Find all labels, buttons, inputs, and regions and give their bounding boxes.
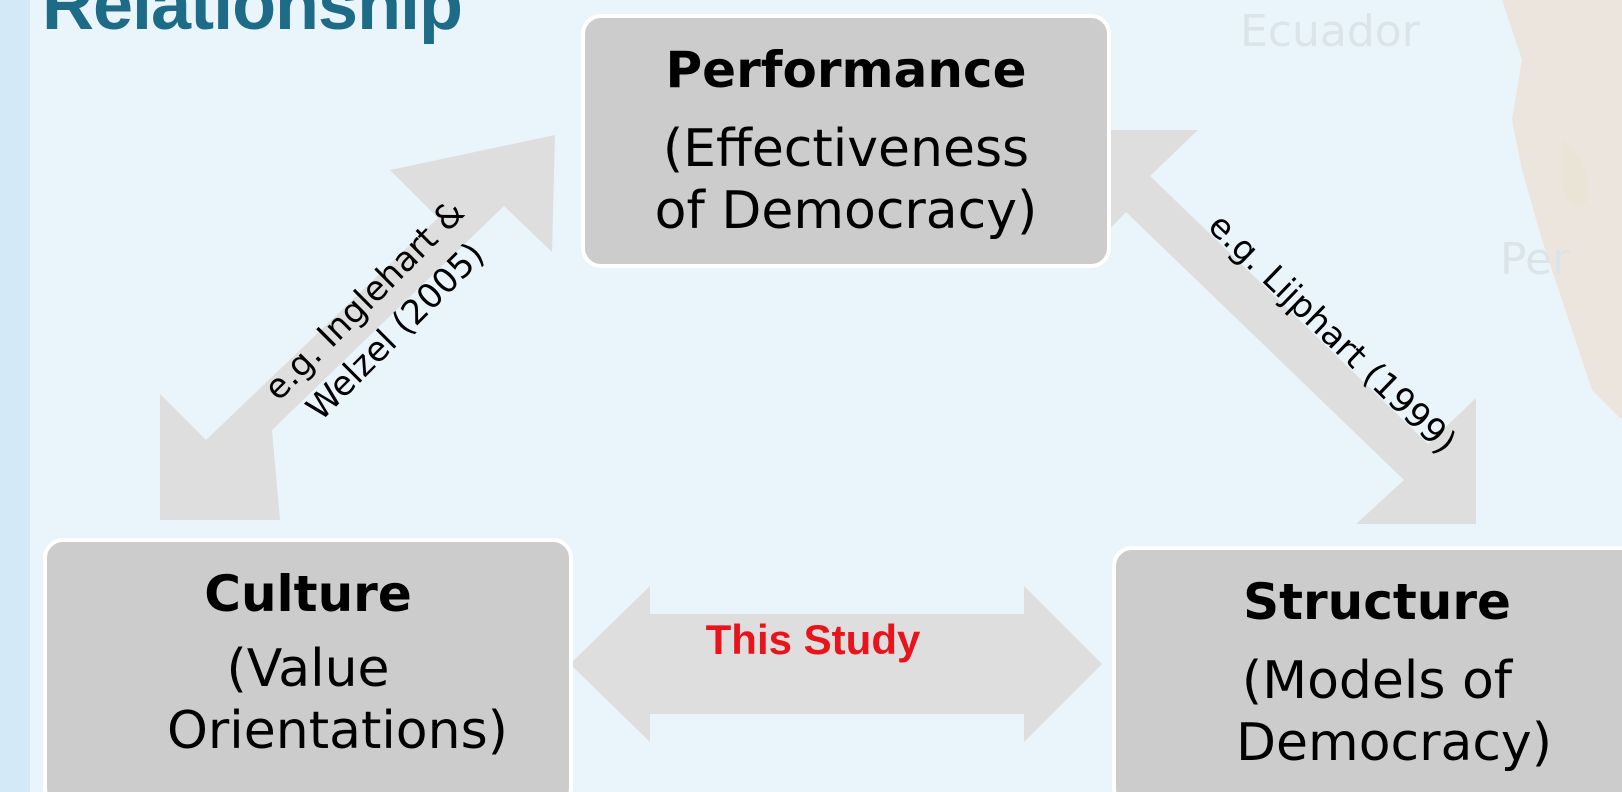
arrow-culture-performance [160,135,555,520]
node-performance-description: (Effectiveness of Democracy) [654,119,1038,241]
node-culture-name: Culture [204,565,412,623]
slide-left-strip [0,0,30,792]
arrow-performance-structure [1082,130,1476,524]
node-culture: Culture (Value Orientations) [43,538,573,792]
node-performance-name: Performance [665,41,1027,99]
slide-title: Relationship [42,0,463,45]
node-culture-description: (Value Orientations) [167,639,508,761]
background-map-label-peru: Per [1500,234,1571,285]
node-performance: Performance (Effectiveness of Democracy) [581,14,1111,268]
node-structure: Structure (Models of Democracy) [1112,546,1622,792]
edge-label-this-study: This Study [705,616,921,663]
node-structure-name: Structure [1243,573,1511,631]
node-structure-description: (Models of Democracy) [1236,651,1552,773]
background-map [1502,0,1622,420]
arrow-culture-structure [570,586,1102,742]
background-map-label-ecuador: Ecuador [1240,6,1420,57]
